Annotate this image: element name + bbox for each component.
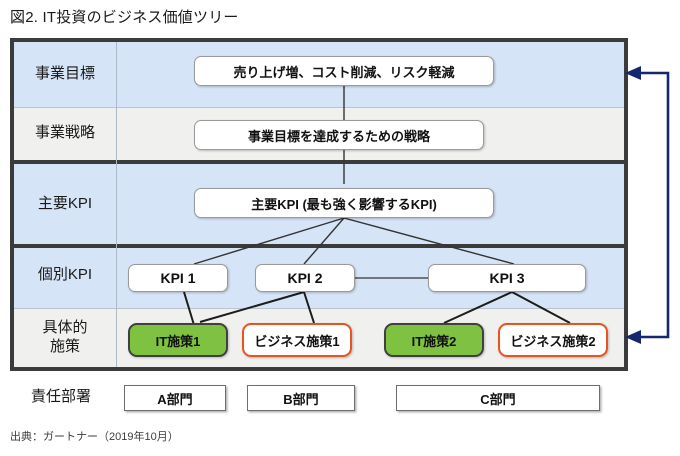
- node-individual-kpi-2[interactable]: KPI 2: [255, 264, 355, 292]
- node-measure-it-1[interactable]: IT施策1: [128, 323, 228, 357]
- tier-label-concrete-measures: 具体的 施策: [14, 319, 116, 357]
- node-key-kpi[interactable]: 主要KPI (最も強く影響するKPI): [194, 188, 494, 218]
- tier-label-key-kpi: 主要KPI: [37, 195, 93, 212]
- department-box-c[interactable]: C部門: [396, 385, 600, 411]
- department-row-label: 責任部署: [30, 388, 91, 405]
- label-column-divider: [116, 42, 117, 367]
- page-title: 図2. IT投資のビジネス価値ツリー: [10, 9, 239, 26]
- tier-label-line-2: 施策: [49, 337, 80, 355]
- node-business-goal[interactable]: 売り上げ増、コスト削減、リスク軽減: [194, 56, 494, 86]
- value-tree-frame: 事業目標 事業戦略 主要KPI 個別KPI 具体的 施策 売り上げ増、コスト削減…: [10, 38, 628, 371]
- node-business-strategy[interactable]: 事業目標を達成するための戦略: [194, 120, 484, 150]
- tier-label-line-1: 具体的: [42, 319, 88, 336]
- row-divider-3: [14, 244, 624, 248]
- tier-label-business-goal: 事業目標: [34, 65, 95, 82]
- source-note: 出典：ガートナー（2019年10月）: [10, 431, 179, 443]
- department-box-a[interactable]: A部門: [124, 385, 226, 411]
- row-divider-1: [14, 107, 624, 108]
- node-measure-it-2[interactable]: IT施策2: [384, 323, 484, 357]
- row-divider-2: [14, 160, 624, 164]
- node-measure-business-1[interactable]: ビジネス施策1: [242, 323, 352, 357]
- node-individual-kpi-1[interactable]: KPI 1: [128, 264, 228, 292]
- tier-label-individual-kpi: 個別KPI: [37, 266, 93, 283]
- department-box-b[interactable]: B部門: [247, 385, 355, 411]
- node-individual-kpi-3[interactable]: KPI 3: [428, 264, 586, 292]
- row-divider-4: [14, 308, 624, 309]
- tier-label-business-strategy: 事業戦略: [34, 124, 95, 141]
- node-measure-business-2[interactable]: ビジネス施策2: [498, 323, 608, 357]
